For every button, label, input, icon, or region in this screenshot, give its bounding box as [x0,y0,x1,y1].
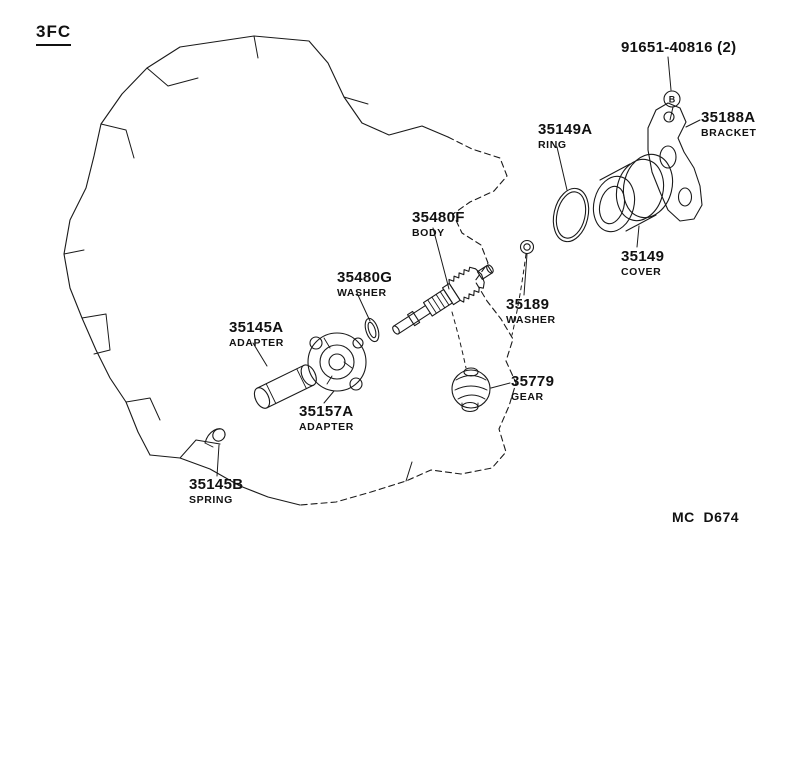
transmission-case-outline-dashed [299,136,517,506]
spring-drawing [204,428,226,448]
label-spring: 35145B SPRING [189,477,243,506]
part-number: 35188A [701,109,756,126]
label-adapter-35157a: 35157A ADAPTER [299,404,354,433]
part-desc: COVER [621,266,662,278]
label-bolt: 91651-40816 (2) [621,40,736,55]
part-number: 35149 [621,248,665,265]
part-number: 35157A [299,403,354,420]
part-desc: ADAPTER [229,337,284,349]
part-number: 35480G [337,269,393,286]
part-desc: WASHER [506,314,556,326]
label-washer-35480g: 35480G WASHER [337,270,392,299]
part-number: 35149A [538,121,593,138]
part-number: 35145A [229,319,284,336]
washer-35480g-drawing [364,317,380,343]
cover-drawing [592,153,674,233]
part-number: 35480F [412,209,465,226]
bolt-symbol-letter: B [669,95,676,105]
transmission-case-outline-bottom [149,454,301,506]
case-detail-lines [63,35,413,482]
part-desc: RING [538,139,567,151]
label-body: 35480F BODY [412,210,465,239]
footer-code: MC D674 [672,509,740,525]
part-desc: ADAPTER [299,421,354,433]
washer-35189-drawing [519,239,535,255]
part-number: 91651-40816 (2) [621,39,737,56]
part-desc: SPRING [189,494,233,506]
bolt-circle-b: B [663,90,681,108]
part-number: 35779 [511,373,555,390]
label-bracket: 35188A BRACKET [701,110,757,139]
adapter-cylinder-drawing [253,364,317,409]
transmission-case-outline [63,35,449,456]
adapter-housing-drawing [307,332,367,392]
gear-drawing [451,367,491,413]
speedometer-body-drawing [392,264,494,335]
label-gear: 35779 GEAR [511,374,554,403]
label-adapter-35145a: 35145A ADAPTER [229,320,284,349]
part-desc: BODY [412,227,445,239]
part-desc: GEAR [511,391,544,403]
leader-lines [216,56,701,477]
bracket-drawing [647,102,703,222]
diagram-code: 3FC [36,22,72,46]
part-number: 35189 [506,296,550,313]
label-washer-35189: 35189 WASHER [506,297,556,326]
label-cover: 35149 COVER [621,249,664,278]
part-desc: BRACKET [701,127,757,139]
assembly-dashed-lines [451,253,527,369]
label-ring: 35149A RING [538,122,592,151]
part-number: 35145B [189,476,244,493]
oring-drawing [552,187,590,243]
part-desc: WASHER [337,287,387,299]
